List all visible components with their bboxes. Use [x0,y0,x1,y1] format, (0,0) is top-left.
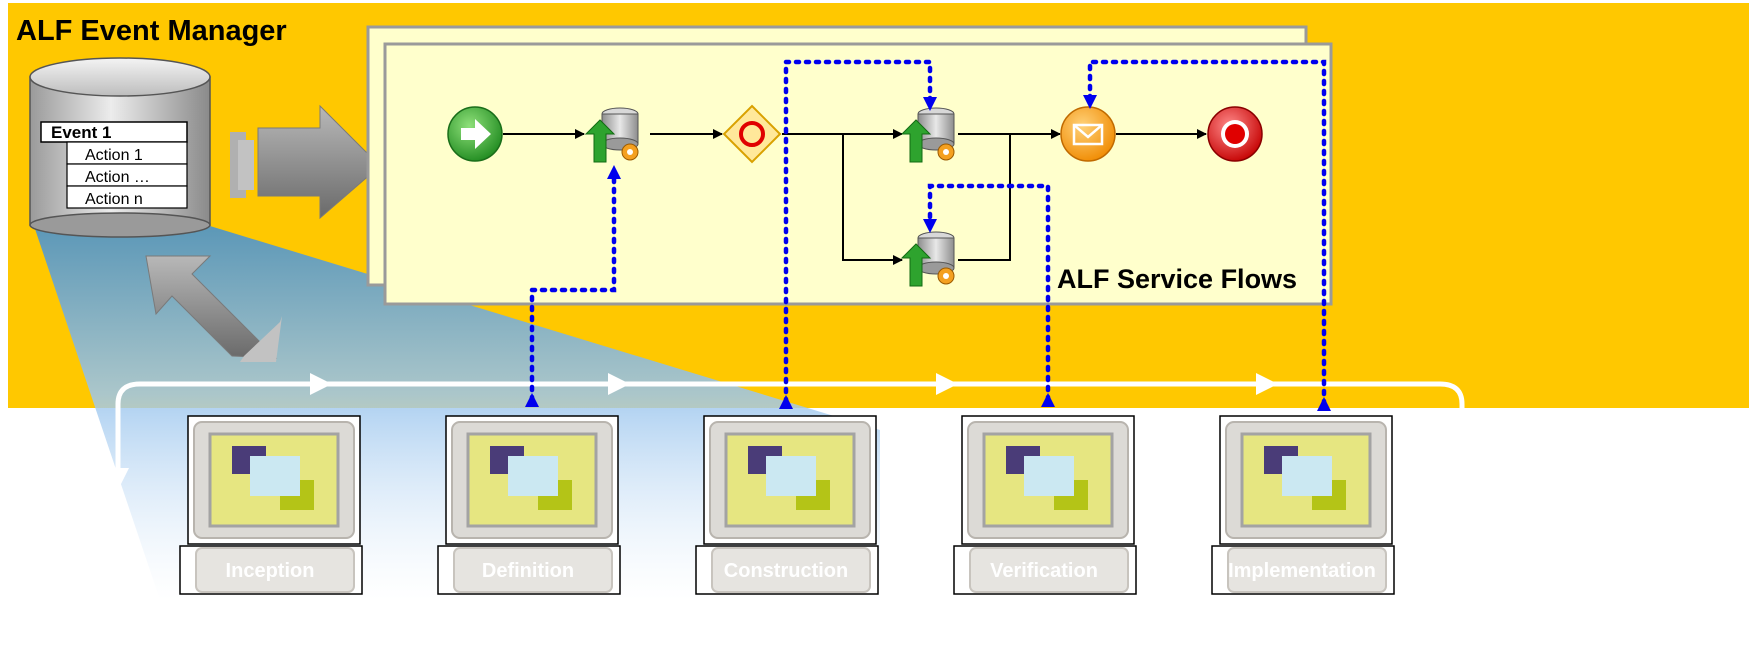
phase-label-plate [453,547,613,593]
phase-monitor: Implementation [1211,415,1395,595]
phase-list: Inception Definition Construction Verificat… [179,415,1395,595]
event-label: Event 1 [51,123,111,142]
action-label: Action 1 [85,147,143,164]
window-icon [250,456,300,496]
window-icon [766,456,816,496]
phase-label-plate [969,547,1129,593]
monitor-screen [466,432,598,528]
page-title: ALF Event Manager [16,15,287,47]
phase-label-plate [711,547,871,593]
event-table: Event 1 Action 1 Action … Action n [40,121,188,209]
gateway-icon [722,104,782,164]
action-label: Action n [85,191,143,208]
action-label: Action … [85,169,150,186]
window-icon [508,456,558,496]
phase-label: Construction [724,560,848,582]
dispatch-arrow [230,104,381,220]
message-event-icon [1060,106,1116,162]
flow-label: ALF Service Flows [1057,264,1297,294]
tool-connectors [525,59,1331,411]
phase-monitor: Verification [953,415,1137,595]
window-icon [1024,456,1074,496]
phase-label: Inception [226,560,315,582]
phase-label: Implementation [1228,560,1376,582]
phase-label: Definition [482,560,574,582]
start-icon [447,106,503,162]
phase-label-plate [195,547,355,593]
feedback-arrow [145,255,282,362]
phase-label: Verification [990,560,1098,582]
phase-label-plate [1227,547,1387,593]
window-icon [1282,456,1332,496]
phase-monitor: Definition [437,415,621,595]
phase-monitor: Inception [179,415,363,595]
phase-monitor: Construction [695,415,879,595]
monitor-screen [982,432,1114,528]
end-event-icon [1207,106,1263,162]
service-task-icon [584,107,639,163]
